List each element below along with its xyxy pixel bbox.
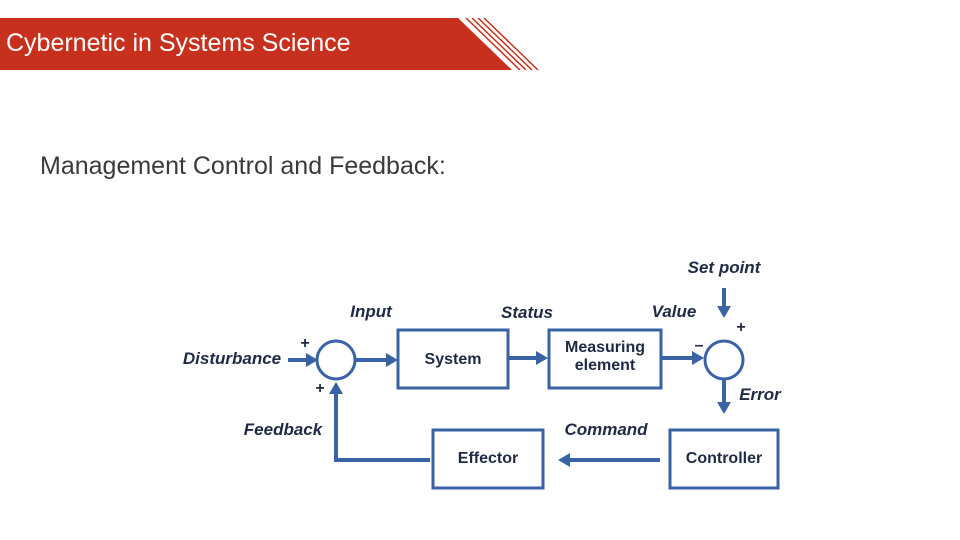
command-arrowhead [558,453,570,467]
controller-label: Controller [686,450,762,467]
measuring-label-line2: element [575,357,636,374]
input-arrowhead [386,353,398,367]
feedback-arrowhead [329,382,343,394]
disturbance-arrowhead [306,353,318,367]
value-label: Value [652,302,697,321]
value-arrowhead [692,351,704,365]
set-point-arrowhead [717,306,731,318]
input-summing-junction [315,339,357,381]
error-label: Error [739,385,782,404]
feedback-label: Feedback [244,420,324,439]
measuring-label-line1: Measuring [565,339,645,356]
disturbance-label: Disturbance [183,349,281,368]
slide-subtitle: Management Control and Feedback: [40,152,446,180]
system-label: System [425,351,482,368]
error-arrowhead [717,402,731,414]
input-label: Input [350,302,393,321]
plus-sign-left-top: + [300,335,309,352]
effector-label: Effector [458,450,518,467]
plus-sign-left-bottom: + [315,380,324,397]
controller-box [668,428,780,490]
measuring-element-box [547,328,663,390]
system-box [396,328,510,390]
status-arrowhead [536,351,548,365]
title-banner-shape [0,18,539,70]
slide-title: Cybernetic in Systems Science [6,29,351,57]
minus-sign-right: – [695,337,704,354]
effector-box [431,428,545,490]
error-summing-junction [703,339,745,381]
command-label: Command [564,420,648,439]
title-bar: Cybernetic in Systems Science [0,18,540,70]
feedback-arrow [334,390,430,462]
status-label: Status [501,303,553,322]
plus-sign-right-top: + [736,319,745,336]
set-point-label: Set point [688,258,762,277]
